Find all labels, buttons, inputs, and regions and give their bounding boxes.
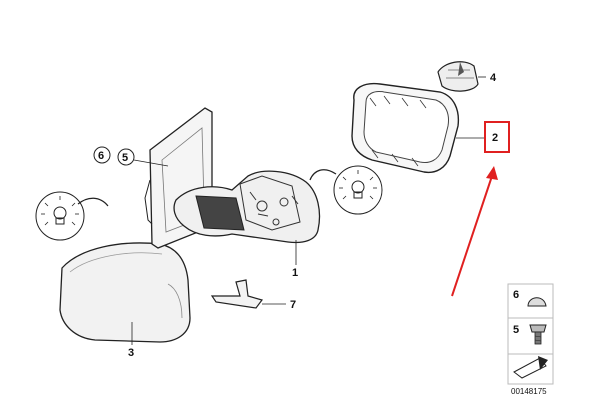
callout-7: 7 [290, 299, 296, 311]
callout-2-highlight-box [484, 121, 510, 153]
diagram-arrow-icon [513, 356, 548, 379]
diagram-code: 00148175 [511, 387, 547, 396]
mirror-motor-assembly-part [173, 170, 321, 265]
mirror-glass-part [351, 82, 484, 174]
legend-item-6: 6 [513, 289, 519, 301]
callout-2: 2 [492, 132, 498, 144]
highlight-arrow [451, 166, 498, 297]
bulb-detail-left [35, 191, 109, 241]
callout-5-circle [117, 148, 135, 166]
legend-item-5: 5 [513, 324, 519, 336]
mirror-cover-part [59, 242, 191, 345]
callout-4: 4 [490, 72, 497, 84]
callout-6: 6 [98, 150, 104, 162]
callout-5: 5 [122, 152, 128, 164]
parts-legend [507, 283, 554, 385]
part-7-clip [210, 279, 286, 309]
part-4-cap [437, 61, 486, 92]
callout-3: 3 [128, 347, 134, 359]
dome-cap-icon [527, 297, 547, 307]
screw-icon [529, 324, 547, 345]
bulb-detail-right [309, 165, 383, 215]
callout-6-circle [93, 146, 111, 164]
callout-1: 1 [292, 267, 298, 279]
